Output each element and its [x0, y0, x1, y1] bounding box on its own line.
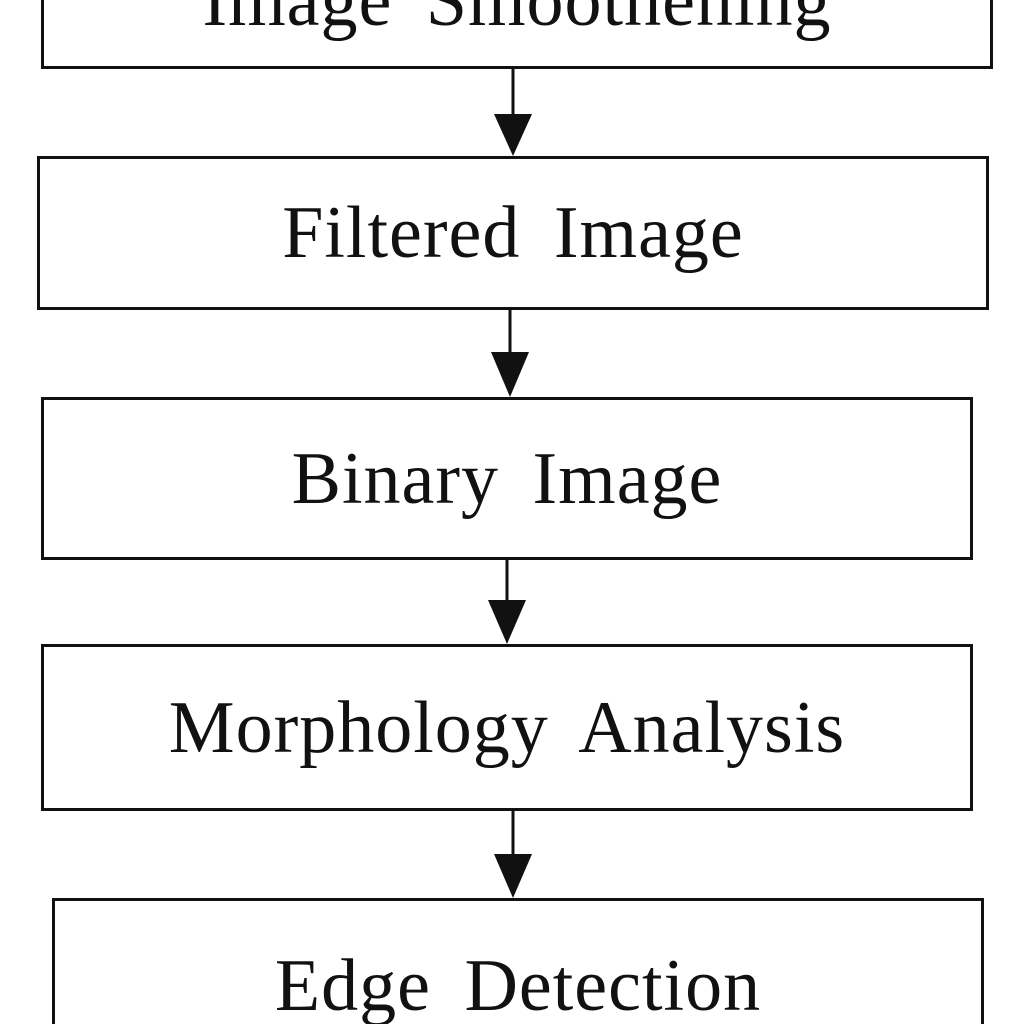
arrow-4 — [494, 811, 532, 898]
step-box-binary-image: Binary Image — [41, 397, 973, 560]
step-box-morphology-analysis: Morphology Analysis — [41, 644, 973, 811]
step-label: Binary Image — [291, 437, 723, 520]
step-label: Morphology Analysis — [168, 686, 846, 769]
step-label: Image Smoothening — [202, 0, 832, 42]
step-label: Edge Detection — [274, 945, 762, 1024]
step-label: Filtered Image — [282, 192, 744, 274]
arrow-3 — [488, 560, 526, 644]
step-box-edge-detection: Edge Detection — [52, 898, 984, 1024]
arrow-2 — [491, 310, 529, 397]
arrow-1 — [494, 69, 532, 156]
step-box-image-smoothening: Image Smoothening — [41, 0, 993, 69]
step-box-filtered-image: Filtered Image — [37, 156, 989, 310]
